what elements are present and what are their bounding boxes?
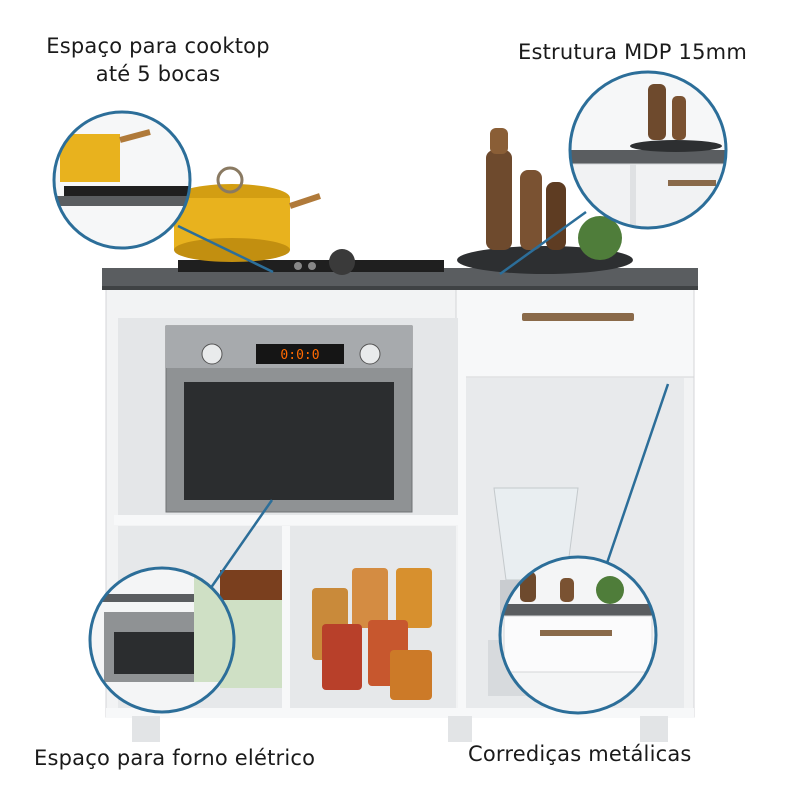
leader-lines	[177, 210, 670, 593]
magnifier-oven	[88, 566, 236, 714]
oven-display-readout: 0:0:0	[280, 348, 319, 363]
drawer-front	[455, 284, 695, 378]
cooktop-callout-line1: Espaço para cooktop	[46, 34, 270, 58]
cooktop	[178, 249, 444, 275]
cooktop-callout-line2: até 5 bocas	[95, 62, 221, 86]
structure-callout: Estrutura MDP 15mm	[518, 40, 747, 64]
electric-oven: 0:0:0	[165, 325, 413, 513]
magnifier-slides	[498, 555, 658, 715]
metal-slides-callout: Corrediças metálicas	[468, 742, 692, 766]
magnifier-cooktop	[52, 110, 192, 250]
oven-space-callout: Espaço para forno elétrico	[34, 746, 316, 770]
jars	[312, 568, 432, 700]
drawer-handle	[522, 313, 634, 321]
yellow-pot	[174, 166, 321, 262]
spice-tray	[457, 128, 633, 274]
magnifier-structure	[568, 70, 728, 230]
cooktop-callout: Espaço para cooktop até 5 bocas	[28, 32, 288, 88]
